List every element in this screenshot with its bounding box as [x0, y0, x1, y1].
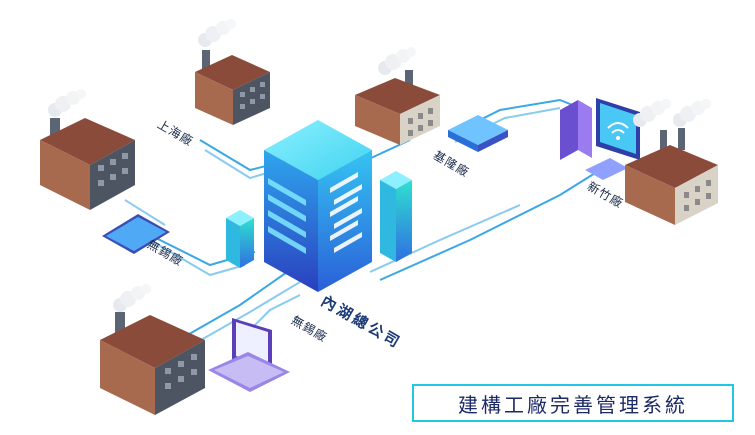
network-switch [448, 115, 508, 152]
connection-lines [124, 98, 601, 353]
server-pillar-left [226, 210, 254, 268]
tablet-device [102, 214, 170, 254]
line-wuxi-bottom-2 [179, 281, 301, 353]
system-title: 建構工廠完善管理系統 [458, 392, 688, 417]
line-laptop [249, 294, 301, 331]
desktop-computer [560, 98, 640, 180]
line-left-factory [124, 199, 166, 226]
hq-server [264, 120, 372, 292]
factory-keelung [355, 47, 440, 145]
laptop-device [208, 318, 290, 392]
server-pillar-right [380, 171, 412, 262]
line-hsinchu-2 [369, 204, 521, 273]
line-hsinchu [379, 169, 601, 281]
factory-wuxi-left [40, 89, 135, 210]
line-wuxi-left-2 [149, 239, 246, 277]
line-shanghai-2 [204, 149, 271, 180]
factory-hsinchu [625, 99, 718, 225]
factory-wuxi-bottom [100, 284, 205, 415]
line-wuxi-bottom [169, 269, 291, 346]
system-title-box: 建構工廠完善管理系統 [412, 384, 734, 422]
factory-shanghai [195, 19, 270, 125]
